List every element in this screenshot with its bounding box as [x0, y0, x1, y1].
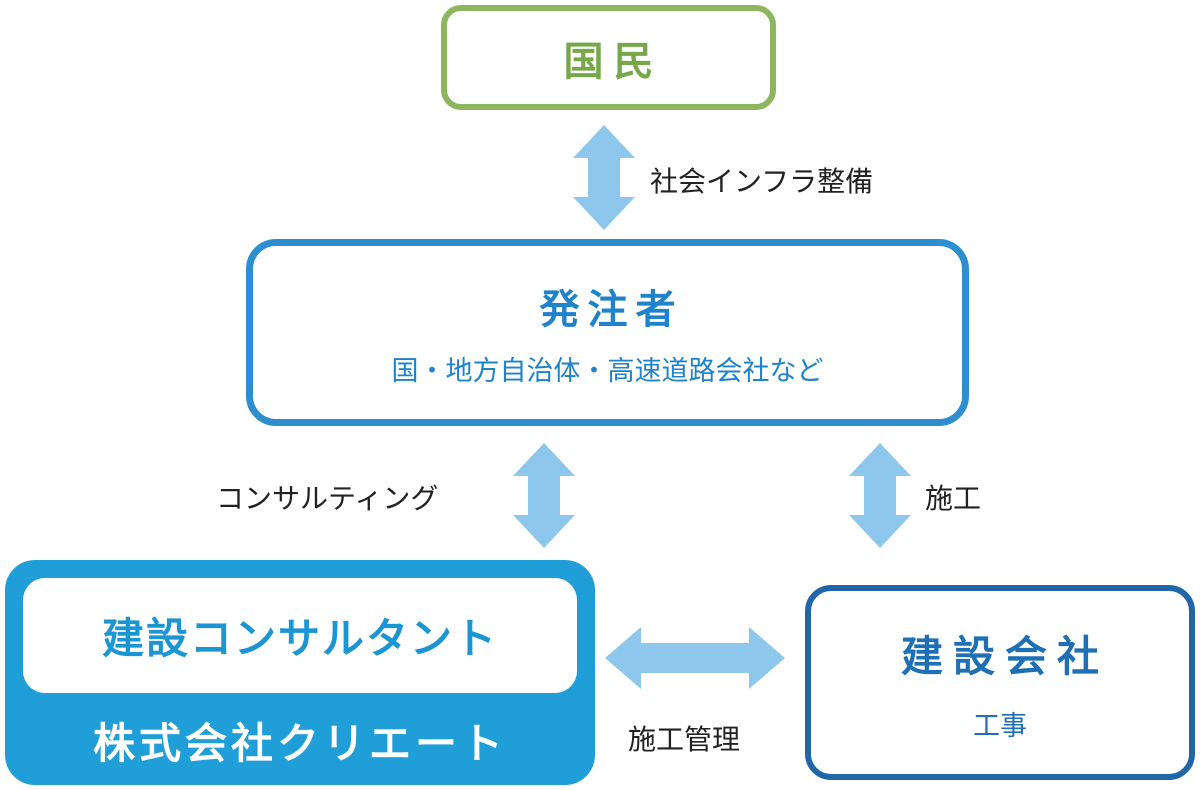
- consultant-node: 建設コンサルタント 株式会社クリエート: [5, 560, 595, 785]
- infrastructure-label: 社会インフラ整備: [650, 165, 874, 198]
- citizens-node: 国民: [441, 5, 776, 110]
- arrow-construction-management: [605, 627, 785, 689]
- arrow-construction: [849, 443, 911, 548]
- arrow-infrastructure: [573, 125, 635, 230]
- arrow-consulting: [513, 443, 575, 548]
- contractor-sublabel: 工事: [973, 710, 1027, 742]
- citizens-label: 国民: [563, 38, 664, 85]
- orderer-label: 発注者: [539, 287, 684, 333]
- construction-management-label: 施工管理: [628, 723, 741, 756]
- orderer-node: 発注者 国・地方自治体・高速道路会社など: [246, 239, 969, 426]
- construction-label: 施工: [925, 482, 982, 515]
- consulting-label: コンサルティング: [216, 482, 439, 515]
- contractor-node: 建設会社 工事: [805, 585, 1195, 780]
- orderer-sublabel: 国・地方自治体・高速道路会社など: [391, 356, 824, 387]
- consultant-label-panel: 建設コンサルタント: [23, 578, 577, 693]
- company-name: 株式会社クリエート: [92, 718, 507, 768]
- consultant-label: 建設コンサルタント: [101, 614, 498, 663]
- contractor-label: 建設会社: [900, 631, 1109, 681]
